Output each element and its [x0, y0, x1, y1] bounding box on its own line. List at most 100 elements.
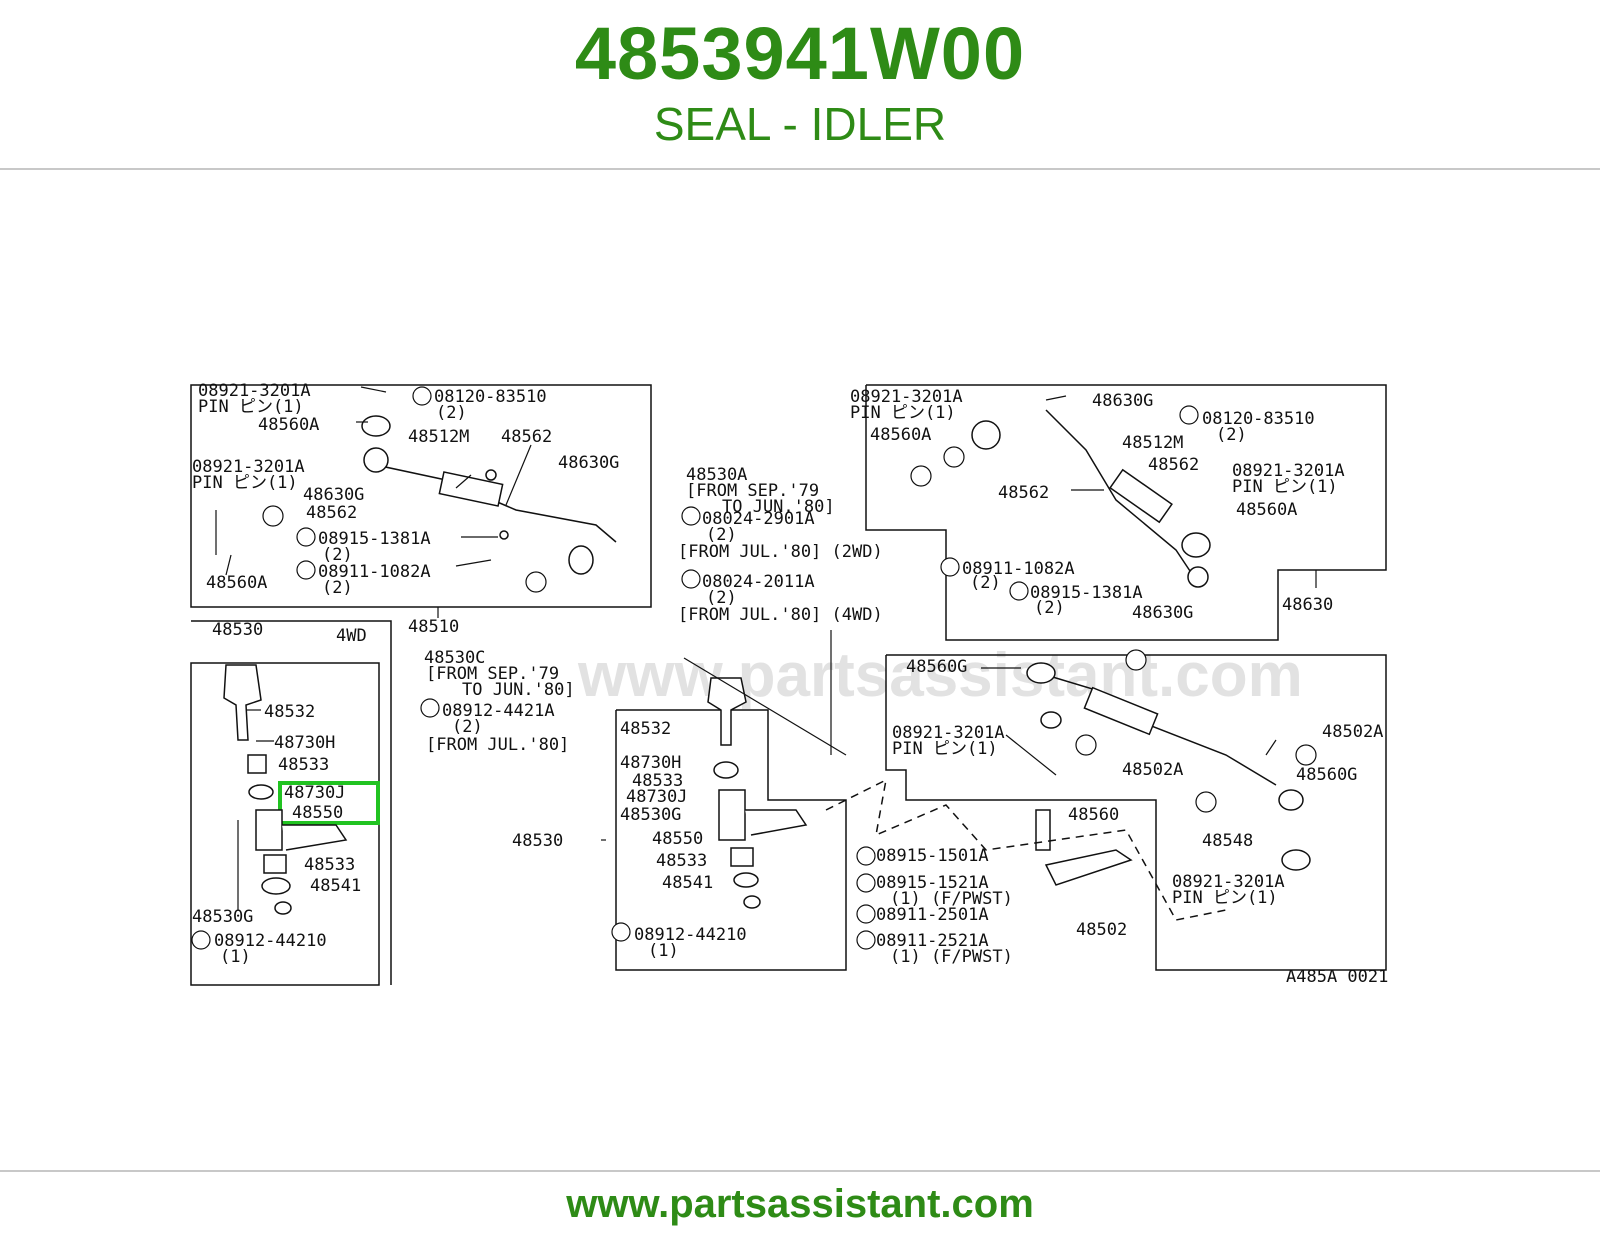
- w-marker: [856, 873, 876, 893]
- tie-rod-shape-right: [1045, 409, 1197, 581]
- label: 48530: [212, 620, 263, 640]
- callout-c: [943, 446, 965, 468]
- end-joint-shape: [1026, 662, 1056, 684]
- idler-arm-4wd: [223, 664, 262, 741]
- label: 48560A: [206, 573, 267, 593]
- label: 08911-1082A: [962, 559, 1075, 579]
- label: (2): [1216, 425, 1247, 445]
- label: 08915-1521A: [876, 873, 989, 893]
- n-marker: [296, 560, 316, 580]
- label: TO JUN.'80]: [462, 680, 575, 700]
- label: 48533: [656, 851, 707, 871]
- washer-4wd: [261, 877, 291, 895]
- label: 48560A: [1236, 500, 1297, 520]
- w-marker: [1009, 581, 1029, 601]
- label: 08921-3201A: [198, 381, 311, 401]
- nut-2wd: [743, 895, 761, 909]
- label: (2): [706, 588, 737, 608]
- w-marker: [856, 846, 876, 866]
- pitman-arm-shape: [1044, 849, 1133, 886]
- label: 08921-3201A: [1172, 872, 1285, 892]
- boot-shape-right-2: [1181, 532, 1211, 558]
- boot-shape-right: [971, 420, 1001, 450]
- callout-d-lower: [1195, 791, 1217, 813]
- label: 48533: [278, 755, 329, 775]
- ball-joint-shape: [363, 447, 389, 473]
- diagram-code: A485A 0021: [1286, 967, 1388, 987]
- label: 48550: [292, 803, 343, 823]
- seal-4wd: [248, 784, 274, 800]
- bush-4wd-1: [247, 754, 267, 774]
- label: 08911-1082A: [318, 562, 431, 582]
- body-4wd: [255, 809, 283, 851]
- bush-2wd-2: [730, 847, 754, 867]
- parts-diagram-svg: www.partsassistant.com: [186, 330, 1414, 1010]
- label: 48541: [662, 873, 713, 893]
- parts-diagram: www.partsassistant.com: [186, 330, 1414, 1010]
- label: 4WD: [336, 626, 367, 646]
- label: 48502: [1076, 920, 1127, 940]
- leader-line: [455, 559, 492, 567]
- label: 48550: [652, 829, 703, 849]
- label: 48562: [1148, 455, 1199, 475]
- n-marker: [940, 557, 960, 577]
- label: PIN ピン(1): [1232, 477, 1338, 497]
- label: 48512M: [408, 427, 469, 447]
- b-marker: [681, 569, 701, 589]
- ball-joint-right: [1187, 566, 1209, 588]
- label: 48560G: [906, 657, 967, 677]
- boot-shape: [361, 415, 391, 437]
- label: 48730H: [274, 733, 335, 753]
- n-marker: [856, 904, 876, 924]
- label: 48541: [310, 876, 361, 896]
- label: 08915-1381A: [1030, 583, 1143, 603]
- label: 48502A: [1322, 722, 1383, 742]
- label: 08912-4421A: [442, 701, 555, 721]
- callout-a: [525, 571, 547, 593]
- label: 48512M: [1122, 433, 1183, 453]
- label: 08911-2501A: [876, 905, 989, 925]
- label: 48630G: [1132, 603, 1193, 623]
- leader-line: [360, 386, 387, 393]
- body-2wd: [718, 789, 746, 841]
- callout-c-lower: [1295, 744, 1317, 766]
- label: 08911-2521A: [876, 931, 989, 951]
- pitman-shaft: [1035, 809, 1051, 851]
- label: 48562: [998, 483, 1049, 503]
- label: 48562: [306, 503, 357, 523]
- lever-4wd: [282, 824, 348, 851]
- sleeve-shape: [438, 471, 504, 507]
- label: 08921-3201A: [192, 457, 305, 477]
- label: (1): [648, 941, 679, 961]
- label: (1) (F/PWST): [890, 947, 1013, 967]
- ball-joint-lower: [1278, 789, 1304, 811]
- label: 48630: [1282, 595, 1333, 615]
- b-marker: [681, 506, 701, 526]
- box-4wd-outer: [191, 620, 392, 985]
- callout-b: [262, 505, 284, 527]
- label: (2): [452, 717, 483, 737]
- label: 48630G: [303, 485, 364, 505]
- label: [FROM SEP.'79: [686, 481, 819, 501]
- label: (2): [322, 578, 353, 598]
- idler-arm-2wd: [707, 677, 747, 746]
- label: 48530G: [192, 907, 253, 927]
- label: (1): [220, 947, 251, 967]
- label: 48630G: [558, 453, 619, 473]
- b-marker: [412, 386, 432, 406]
- box-48560: [885, 654, 1387, 971]
- label: 48510: [408, 617, 459, 637]
- footer-url[interactable]: www.partsassistant.com: [566, 1182, 1034, 1226]
- label: 08120-83510: [434, 387, 547, 407]
- label: 08921-3201A: [850, 387, 963, 407]
- leader-line: [505, 444, 532, 506]
- label: [FROM SEP.'79: [426, 664, 559, 684]
- label: PIN ピン(1): [1172, 888, 1278, 908]
- label-highlighted[interactable]: 48730J: [284, 783, 345, 803]
- highlight-box[interactable]: [278, 781, 380, 825]
- n-marker: [191, 930, 211, 950]
- boot-shape-lower-right: [1281, 849, 1311, 871]
- label: 48530C: [424, 648, 485, 668]
- label: 48530: [512, 831, 563, 851]
- label: 48532: [620, 719, 671, 739]
